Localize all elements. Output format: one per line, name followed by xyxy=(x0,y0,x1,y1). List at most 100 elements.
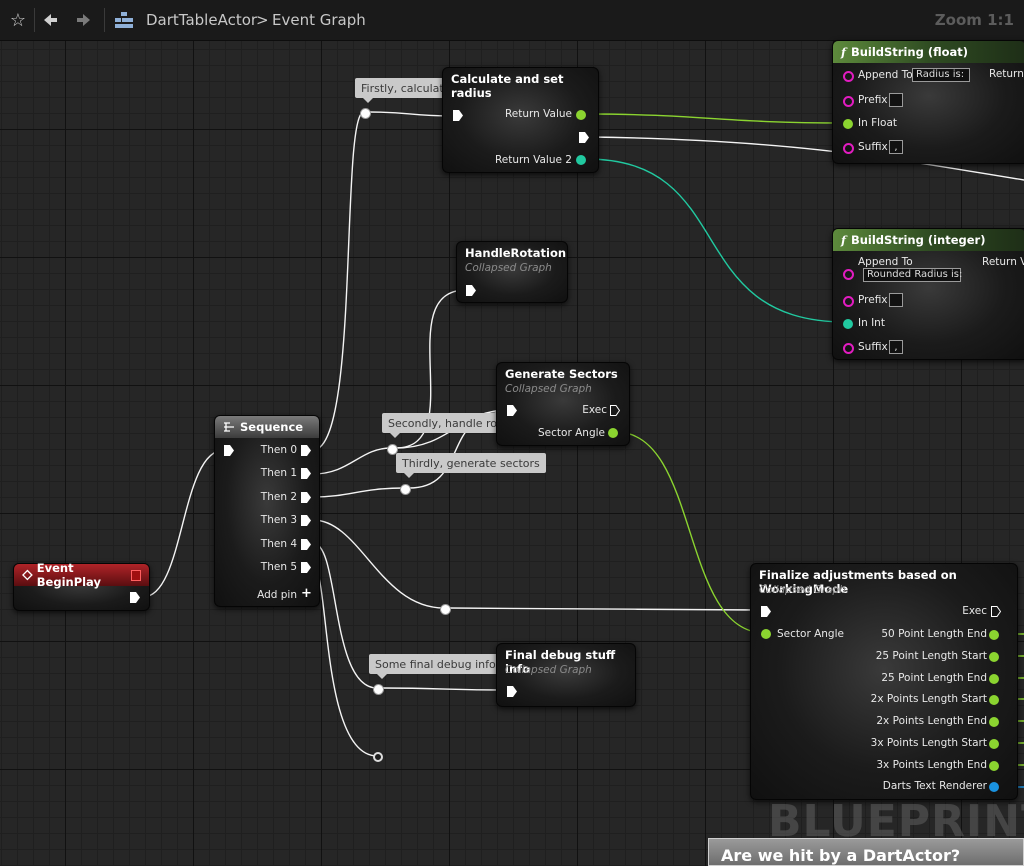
buildstring-float-node[interactable]: f BuildString (float) Append To Radius i… xyxy=(832,40,1024,164)
node-header: f BuildString (integer) xyxy=(833,229,1024,251)
event-diamond-icon xyxy=(22,569,33,581)
exec-in-pin[interactable] xyxy=(224,445,234,456)
reroute-node[interactable] xyxy=(360,108,371,119)
node-title: BuildString (integer) xyxy=(850,233,986,247)
add-pin-button[interactable]: Add pin xyxy=(257,589,297,601)
star-icon[interactable]: ☆ xyxy=(9,9,27,31)
breadcrumb-graph[interactable]: Event Graph xyxy=(272,11,366,29)
return-label: Return V xyxy=(982,256,1024,268)
exec-out-pin[interactable] xyxy=(991,606,1001,617)
arrow-left-icon[interactable] xyxy=(38,8,62,32)
float-out-pin[interactable] xyxy=(608,428,618,438)
append-to-field[interactable]: Radius is: xyxy=(912,68,970,82)
prefix-field[interactable] xyxy=(889,93,903,107)
reroute-node[interactable] xyxy=(387,444,398,455)
plus-icon[interactable]: + xyxy=(301,586,312,601)
prefix-label: Prefix xyxy=(858,94,888,106)
exec-in-pin[interactable] xyxy=(761,606,771,617)
float-out-pin[interactable] xyxy=(989,739,999,749)
delegate-pin[interactable] xyxy=(130,569,141,581)
breadcrumb-blueprint[interactable]: DartTableActor xyxy=(146,11,258,29)
generate-sectors-node[interactable]: Generate Sectors Collapsed Graph Exec Se… xyxy=(496,362,630,446)
suffix-label: Suffix xyxy=(858,141,888,153)
sequence-output-label: Then 1 xyxy=(260,467,297,479)
prefix-label: Prefix xyxy=(858,294,888,306)
node-subtitle: Collapsed Graph xyxy=(465,262,552,274)
float-out-pin[interactable] xyxy=(989,761,999,771)
comment-text: Some final debug info xyxy=(375,657,496,671)
reroute-node-unconnected[interactable] xyxy=(373,752,383,762)
int-in-pin[interactable] xyxy=(843,319,853,329)
suffix-field[interactable]: , xyxy=(889,140,903,154)
exec-out-pin[interactable] xyxy=(301,562,311,573)
exec-out-pin[interactable] xyxy=(301,539,311,550)
suffix-field[interactable]: , xyxy=(889,340,903,354)
string-in-pin[interactable] xyxy=(843,71,854,82)
string-in-pin[interactable] xyxy=(843,269,854,280)
reroute-node[interactable] xyxy=(373,684,384,695)
sequence-node[interactable]: Sequence Then 0 Then 1 Then 2 Then 3 The… xyxy=(214,415,320,607)
sector-angle-input-label: Sector Angle xyxy=(777,628,844,640)
exec-in-pin[interactable] xyxy=(507,686,517,697)
exec-in-pin[interactable] xyxy=(466,285,476,296)
return-value-2-label: Return Value 2 xyxy=(494,154,572,166)
append-to-field[interactable]: Rounded Radius is: xyxy=(863,268,962,282)
finalize-adjustments-node[interactable]: Finalize adjustments based on WorkingMod… xyxy=(750,563,1018,800)
prefix-field[interactable] xyxy=(889,293,903,307)
node-title: Sequence xyxy=(240,420,304,434)
exec-label: Exec xyxy=(962,605,987,617)
final-debug-node[interactable]: Final debug stuff info Collapsed Graph xyxy=(496,643,636,707)
output-label: 50 Point Length End xyxy=(881,628,987,640)
object-out-pin[interactable] xyxy=(989,782,999,792)
float-out-pin[interactable] xyxy=(989,652,999,662)
int-out-pin[interactable] xyxy=(576,155,586,165)
calculate-radius-node[interactable]: Calculate and set radius Return Value Re… xyxy=(442,67,599,173)
node-title: Generate Sectors xyxy=(505,367,618,381)
event-beginplay-node[interactable]: Event BeginPlay xyxy=(13,561,150,611)
float-out-pin[interactable] xyxy=(989,674,999,684)
float-out-pin[interactable] xyxy=(989,717,999,727)
buildstring-integer-node[interactable]: f BuildString (integer) Append To Return… xyxy=(832,228,1024,360)
node-subtitle: Collapsed Graph xyxy=(505,383,592,395)
string-in-pin[interactable] xyxy=(843,296,854,307)
node-title: Final debug stuff info xyxy=(505,648,616,676)
exec-out-pin[interactable] xyxy=(130,592,140,603)
comment-third[interactable]: Thirdly, generate sectors xyxy=(396,453,546,478)
comment-debug[interactable]: Some final debug info xyxy=(369,654,502,679)
exec-out-pin[interactable] xyxy=(301,515,311,526)
handle-rotation-node[interactable]: HandleRotation Collapsed Graph xyxy=(456,241,568,303)
output-label: 3x Points Length End xyxy=(876,759,987,771)
sequence-output-label: Then 2 xyxy=(260,491,297,503)
exec-out-pin[interactable] xyxy=(579,132,589,143)
float-out-pin[interactable] xyxy=(576,110,586,120)
exec-out-pin[interactable] xyxy=(301,445,311,456)
function-icon: f xyxy=(841,233,846,247)
breadcrumb-separator: > xyxy=(256,11,269,29)
string-in-pin[interactable] xyxy=(843,343,854,354)
exec-in-pin[interactable] xyxy=(453,110,463,121)
sequence-output-label: Then 0 xyxy=(260,444,297,456)
float-in-pin[interactable] xyxy=(843,119,853,129)
sector-angle-label: Sector Angle xyxy=(538,427,605,439)
toolbar-divider xyxy=(34,8,35,32)
suffix-label: Suffix xyxy=(858,341,888,353)
float-out-pin[interactable] xyxy=(989,630,999,640)
node-subtitle: Collapsed Graph xyxy=(759,584,846,596)
exec-out-pin[interactable] xyxy=(301,492,311,503)
string-in-pin[interactable] xyxy=(843,143,854,154)
float-out-pin[interactable] xyxy=(989,695,999,705)
reroute-node[interactable] xyxy=(440,604,451,615)
comment-box-dart-hit[interactable]: Are we hit by a DartActor? xyxy=(708,838,1024,866)
arrow-right-icon[interactable] xyxy=(72,8,96,32)
string-in-pin[interactable] xyxy=(843,96,854,107)
return-label: Return xyxy=(989,68,1024,80)
reroute-node[interactable] xyxy=(400,484,411,495)
output-label: 3x Points Length Start xyxy=(870,737,987,749)
node-title: HandleRotation xyxy=(465,246,567,260)
exec-in-pin[interactable] xyxy=(507,405,517,416)
float-in-pin[interactable] xyxy=(761,629,771,639)
comment-text: Thirdly, generate sectors xyxy=(402,456,540,470)
return-value-label: Return Value xyxy=(504,108,572,120)
exec-out-pin[interactable] xyxy=(301,468,311,479)
exec-out-pin[interactable] xyxy=(610,405,620,416)
